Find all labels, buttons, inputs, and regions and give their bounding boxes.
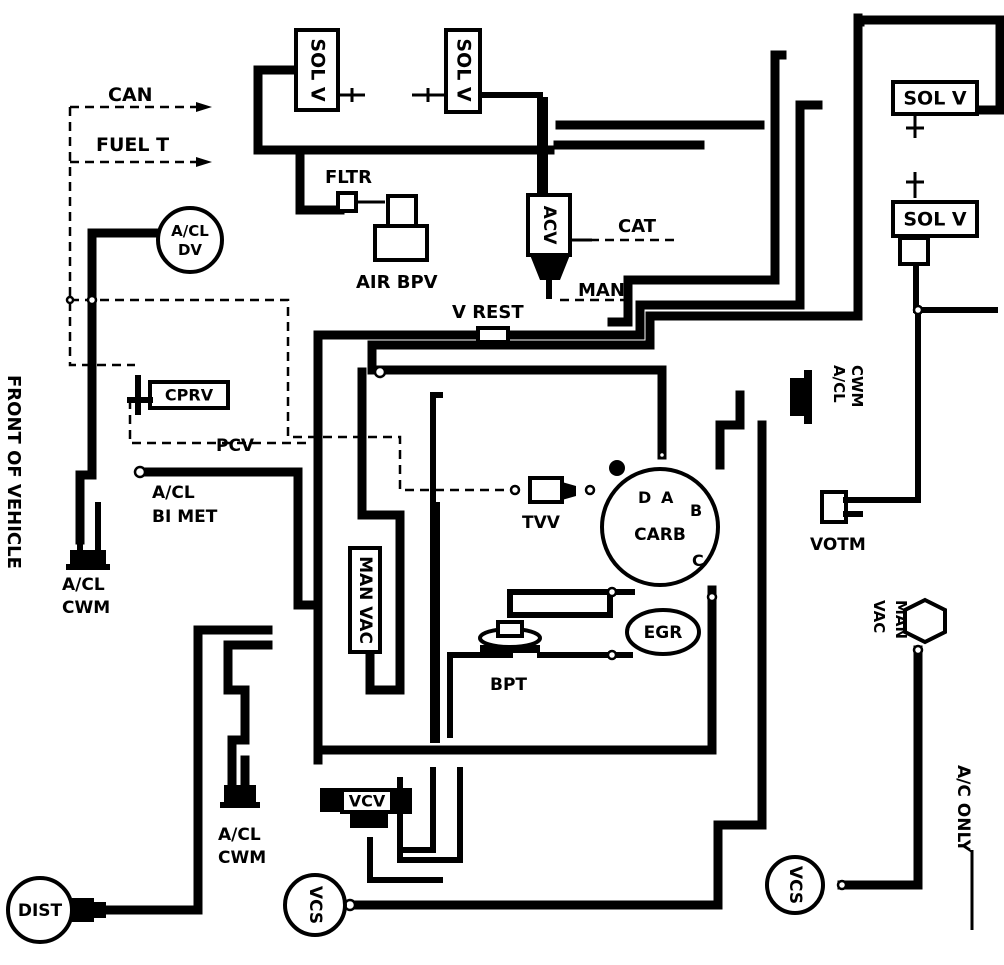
svg-text:DV: DV bbox=[178, 241, 202, 259]
tvv-component: TVV bbox=[522, 476, 576, 533]
svg-text:FLTR: FLTR bbox=[325, 167, 372, 188]
acl-dv-component: A/CL DV bbox=[156, 206, 224, 274]
svg-text:CWM: CWM bbox=[62, 598, 110, 618]
svg-text:AIR BPV: AIR BPV bbox=[356, 272, 438, 293]
svg-text:SOL V: SOL V bbox=[903, 209, 967, 231]
svg-text:CARB: CARB bbox=[634, 525, 686, 545]
sol-v-center: SOL V bbox=[412, 28, 482, 114]
egr-component: EGR bbox=[625, 608, 701, 656]
svg-text:TVV: TVV bbox=[522, 513, 561, 533]
bpt-component: BPT bbox=[478, 620, 542, 695]
svg-text:ACV: ACV bbox=[539, 206, 559, 246]
svg-text:A/CL: A/CL bbox=[171, 222, 209, 240]
man-vac-right-label-2: VAC bbox=[870, 600, 888, 633]
svg-text:VCS: VCS bbox=[305, 886, 325, 924]
svg-text:CWM: CWM bbox=[218, 848, 266, 868]
air-bpv-component: AIR BPV bbox=[356, 194, 438, 293]
vcs-bottom-right: VCS bbox=[765, 855, 825, 915]
v-rest-component: V REST bbox=[452, 302, 524, 344]
sol-v-right-lower: SOL V bbox=[891, 172, 979, 266]
thin-hoses bbox=[367, 92, 998, 883]
svg-text:A/CL: A/CL bbox=[218, 825, 261, 845]
dist-component: DIST bbox=[6, 876, 106, 944]
ac-only-indicator: A/C ONLY bbox=[953, 765, 974, 930]
svg-text:CPRV: CPRV bbox=[165, 386, 214, 405]
acl-cwm-right-component: A/CL CWM bbox=[790, 365, 866, 424]
man-vac-block: MAN VAC bbox=[348, 546, 382, 654]
acl-bimet-label-2: BI MET bbox=[152, 507, 218, 527]
carb-port-b: B bbox=[690, 501, 702, 520]
acl-cwm-bottom-component: A/CL CWM bbox=[218, 785, 266, 868]
front-of-vehicle-label: FRONT OF VEHICLE bbox=[3, 375, 24, 569]
can-arrow-icon bbox=[196, 102, 212, 112]
svg-text:VCV: VCV bbox=[349, 792, 386, 811]
acl-bimet-label-1: A/CL bbox=[152, 483, 195, 503]
hexagon-fitting-icon bbox=[903, 597, 947, 645]
fuel-t-arrow-icon bbox=[196, 157, 212, 167]
votm-component: VOTM bbox=[810, 490, 866, 555]
man-label: MAN bbox=[578, 280, 625, 301]
heavy-hoses bbox=[75, 13, 1004, 915]
fltr-component: FLTR bbox=[325, 167, 385, 213]
svg-text:EGR: EGR bbox=[644, 623, 683, 643]
svg-text:MAN VAC: MAN VAC bbox=[355, 556, 375, 644]
sol-v-left: SOL V bbox=[294, 28, 365, 112]
acl-cwm-left-component: A/CL CWM bbox=[62, 502, 110, 618]
svg-text:A/CL: A/CL bbox=[830, 365, 848, 403]
cat-label: CAT bbox=[618, 216, 657, 237]
svg-text:DIST: DIST bbox=[18, 901, 63, 921]
carb-port-a: A bbox=[661, 488, 674, 507]
svg-text:BPT: BPT bbox=[490, 675, 527, 695]
fuel-t-label: FUEL T bbox=[96, 134, 169, 156]
svg-text:A/CL: A/CL bbox=[62, 575, 105, 595]
svg-text:V REST: V REST bbox=[452, 302, 524, 323]
carb-port-c: C bbox=[692, 551, 704, 570]
sol-v-right-upper: SOL V bbox=[891, 80, 979, 138]
svg-text:CWM: CWM bbox=[848, 365, 866, 407]
dashed-lines bbox=[68, 105, 678, 492]
svg-text:SOL V: SOL V bbox=[307, 38, 329, 102]
svg-text:SOL V: SOL V bbox=[453, 38, 475, 102]
vcs-bottom-center: VCS bbox=[283, 873, 347, 937]
cprv-component: CPRV bbox=[127, 375, 230, 415]
vcv-component: VCV bbox=[320, 788, 412, 828]
carb-port-d: D bbox=[638, 488, 651, 507]
can-label: CAN bbox=[108, 84, 153, 106]
svg-text:VCS: VCS bbox=[785, 866, 805, 904]
acv-component: ACV CAT MAN bbox=[526, 193, 657, 301]
pcv-label: PCV bbox=[216, 436, 255, 456]
svg-text:VOTM: VOTM bbox=[810, 535, 866, 555]
svg-text:A/C ONLY: A/C ONLY bbox=[953, 765, 973, 853]
connector-dots bbox=[65, 294, 924, 912]
carb-component: CARB D A B C bbox=[600, 460, 720, 587]
svg-text:SOL V: SOL V bbox=[903, 88, 967, 110]
